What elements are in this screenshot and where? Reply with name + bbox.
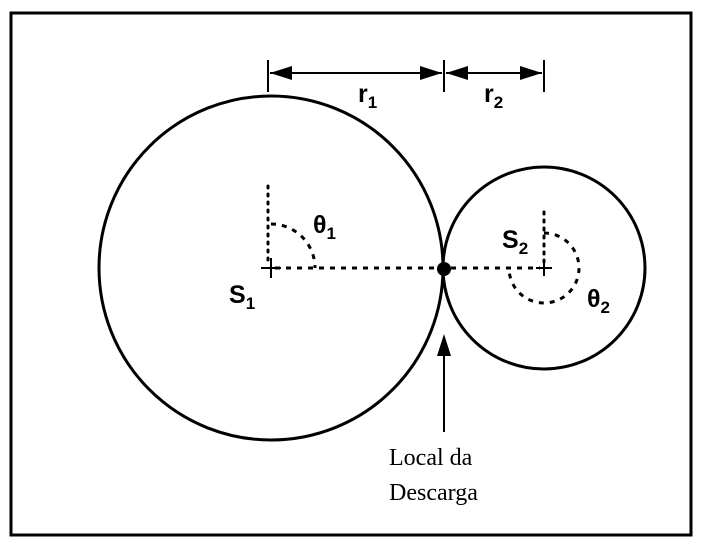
theta2-arc	[507, 231, 581, 305]
label-discharge-line2: Descarga	[389, 480, 478, 506]
label-s2: S2	[502, 226, 528, 258]
dimension-r1	[267, 60, 445, 92]
label-theta2: θ2	[587, 285, 610, 317]
diagram-border	[9, 11, 693, 537]
discharge-point	[437, 262, 451, 276]
theta1-arc	[270, 222, 317, 269]
label-r1: r1	[358, 80, 377, 112]
label-discharge-line1: Local da	[389, 445, 473, 471]
dimension-r2	[446, 60, 545, 92]
center-marker-s2	[536, 260, 552, 276]
label-theta1: θ1	[313, 211, 336, 243]
center-marker-s1	[261, 258, 281, 278]
label-s1: S1	[229, 281, 255, 313]
label-r2: r2	[484, 80, 503, 112]
discharge-arrow	[437, 334, 451, 432]
